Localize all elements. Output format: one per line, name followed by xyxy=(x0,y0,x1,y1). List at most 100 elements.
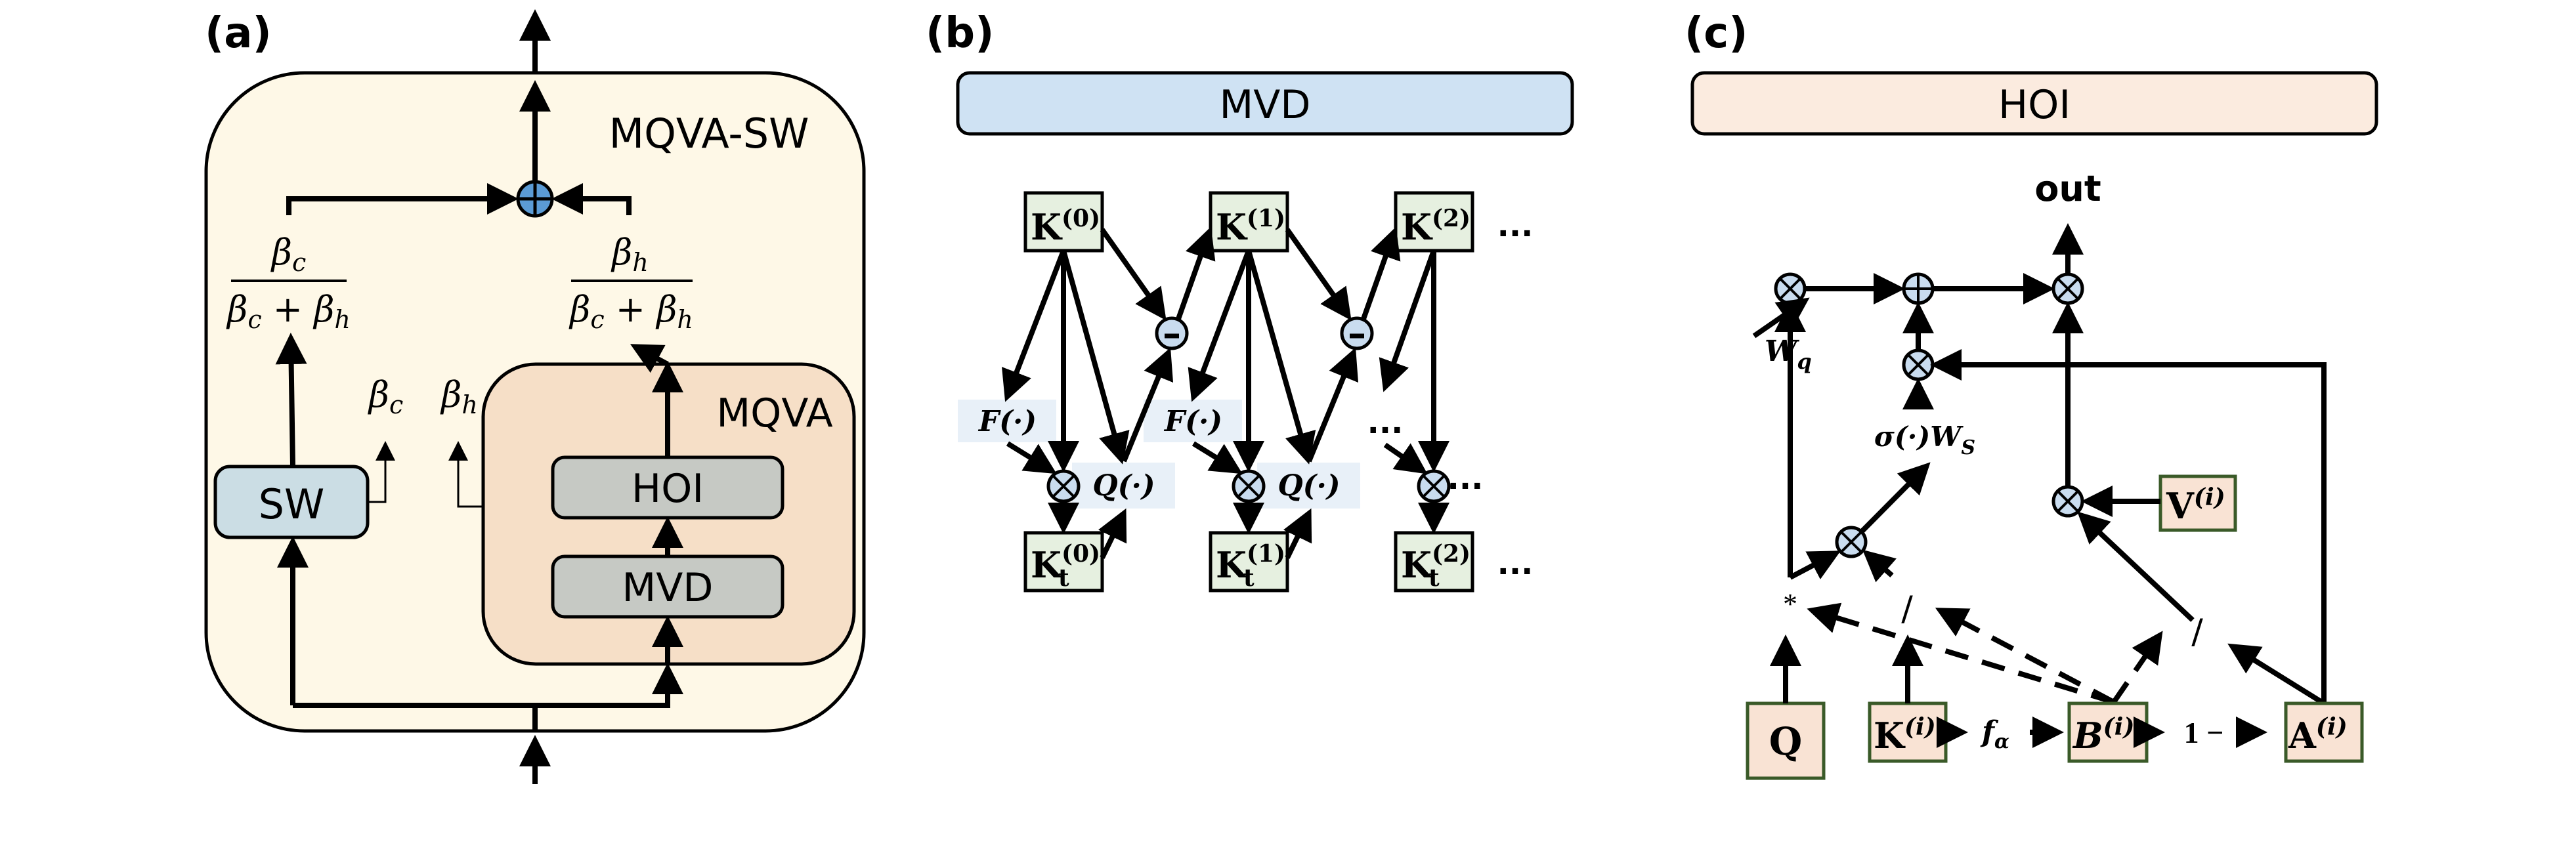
k-node-1: K(1) xyxy=(1209,191,1289,253)
multiply-op-icon-1 xyxy=(1232,469,1266,503)
kt-node-2: K(2) t xyxy=(1394,531,1474,593)
svg-text:Q: Q xyxy=(1769,719,1803,764)
svg-text:V(i): V(i) xyxy=(2166,484,2225,527)
svg-text:K(2): K(2) xyxy=(1401,205,1470,248)
arrow-q-to-minus-0 xyxy=(1121,347,1174,463)
frac-left-denominator: βc + βh xyxy=(226,289,351,334)
mvd-title-bar xyxy=(956,71,1574,136)
svg-text:A(i): A(i) xyxy=(2288,713,2348,757)
right-weight-arrow xyxy=(551,183,632,215)
slash-op-left: / xyxy=(1901,589,1913,629)
frac-left-numerator: βc xyxy=(270,232,307,277)
arrow-beta-h xyxy=(448,441,483,508)
svg-text:K(1): K(1) xyxy=(1216,205,1285,248)
ellipsis-top: ... xyxy=(1497,207,1534,244)
arrow-minus-to-k1 xyxy=(1176,226,1216,320)
arrow-beta-c xyxy=(368,441,395,503)
star-op: * xyxy=(1783,588,1797,620)
wq-label: Wq xyxy=(1765,335,1812,374)
svg-text:K(1): K(1) xyxy=(1216,540,1285,586)
b-node: B(i) xyxy=(2067,701,2149,763)
multiply-wq-icon xyxy=(1774,272,1807,305)
sum-icon xyxy=(1902,272,1935,305)
hoi-label: HOI xyxy=(632,466,704,512)
kt-node-1: K(1) t xyxy=(1209,531,1289,593)
multiply-op-icon-2 xyxy=(1417,469,1451,503)
hoi-title-bar xyxy=(1690,71,2378,136)
mqva-sw-title: MQVA-SW xyxy=(609,110,809,157)
a-node: A(i) xyxy=(2284,701,2364,763)
arrow-kt0-to-q xyxy=(1098,508,1127,559)
sw-label: SW xyxy=(259,480,325,528)
one-minus-label: 1 − xyxy=(2184,716,2224,749)
panel-label-a: (a) xyxy=(205,9,272,58)
svg-text:t: t xyxy=(1243,564,1255,592)
arrow-k0-to-q xyxy=(1061,249,1130,465)
arrow-to-right-frac xyxy=(630,344,669,373)
svg-text:K(i): K(i) xyxy=(1874,713,1936,757)
arrow-k1-to-minus xyxy=(1285,228,1352,321)
mvd-label: MVD xyxy=(622,565,713,611)
kt-node-0: K(0) t xyxy=(1023,531,1104,593)
mqva-title: MQVA xyxy=(716,390,832,436)
arrow-next-to-mul-2 xyxy=(1383,442,1428,474)
sigma-ws-label: σ(·)WS xyxy=(1874,421,1975,459)
fraction-left: βc βc + βh xyxy=(226,232,351,334)
panel-label-b: (b) xyxy=(926,9,994,58)
arrow-a-to-gate xyxy=(1930,349,2327,703)
arrow-sw-to-left-frac xyxy=(275,333,307,467)
k-node-0: K(0) xyxy=(1023,191,1104,253)
f-alpha-label: fα xyxy=(1980,715,2009,753)
arrow-k1-to-q xyxy=(1246,249,1316,465)
hoi-title: HOI xyxy=(1998,82,2071,128)
f-op-1: F(·) xyxy=(1163,405,1222,438)
left-weight-arrow xyxy=(286,183,519,215)
arrow-q-to-minus-1 xyxy=(1306,347,1359,463)
multiply-gate-icon xyxy=(1902,348,1935,381)
multiply-out-icon xyxy=(2051,272,2084,305)
slash-op-right: / xyxy=(2191,612,2203,652)
f-op-bg-1 xyxy=(1144,400,1242,442)
multiply-op-icon-0 xyxy=(1046,469,1081,503)
arrow-k-to-qk xyxy=(1862,549,1897,583)
arrow-slash-to-vmult xyxy=(2077,511,2195,622)
q-op-0: Q(·) xyxy=(1092,469,1155,503)
ellipsis-mid: ... xyxy=(1367,404,1404,441)
arrow-minus-to-k2 xyxy=(1361,226,1401,320)
panel-a: (a) MQVA-SW βc βc + βh βh βc + βh MQ xyxy=(204,9,866,784)
ellipsis-bottom: ... xyxy=(1497,545,1534,582)
dashed-b-to-slash-left xyxy=(1935,608,2115,705)
svg-text:K(0): K(0) xyxy=(1031,540,1100,586)
arrow-kt1-to-q xyxy=(1283,508,1312,559)
q-op-bg-1 xyxy=(1257,463,1360,509)
mvd-title: MVD xyxy=(1219,82,1310,128)
frac-right-denominator: βc + βh xyxy=(569,289,693,334)
arrow-k0-to-minus xyxy=(1100,228,1167,321)
q-node: Q xyxy=(1746,701,1826,780)
arrow-k1-to-f xyxy=(1188,249,1251,402)
k-node-2: K(2) xyxy=(1394,191,1474,253)
arrow-k2-to-next xyxy=(1379,249,1436,392)
panel-b: (b) MVD F(·) Q(·) F(·) Q(·) K(0) K(1) K(… xyxy=(926,9,1574,593)
svg-text:K(0): K(0) xyxy=(1031,205,1100,248)
arrow-a-to-slash-right xyxy=(2227,643,2326,706)
minus-op-icon-1 xyxy=(1340,316,1374,350)
f-op-0: F(·) xyxy=(977,405,1037,438)
arrow-f-to-mul-1 xyxy=(1191,441,1243,474)
out-label: out xyxy=(2034,168,2101,209)
minus-op-icon-0 xyxy=(1155,316,1189,350)
q-op-bg-0 xyxy=(1072,463,1175,509)
svg-text:t: t xyxy=(1058,564,1069,592)
panel-label-c: (c) xyxy=(1685,9,1748,58)
dashed-b-to-slash-right xyxy=(2111,631,2163,704)
f-op-bg-0 xyxy=(958,400,1056,442)
svg-text:K(2): K(2) xyxy=(1401,540,1470,586)
sum-node-icon xyxy=(516,180,554,218)
arrow-wq-in xyxy=(1752,297,1810,339)
svg-text:t: t xyxy=(1428,564,1440,592)
v-node: V(i) xyxy=(2158,474,2237,532)
panel-c: (c) HOI out xyxy=(1685,9,2378,780)
arrow-q-to-qk xyxy=(1789,551,1841,580)
svg-text:B(i): B(i) xyxy=(2072,713,2134,757)
